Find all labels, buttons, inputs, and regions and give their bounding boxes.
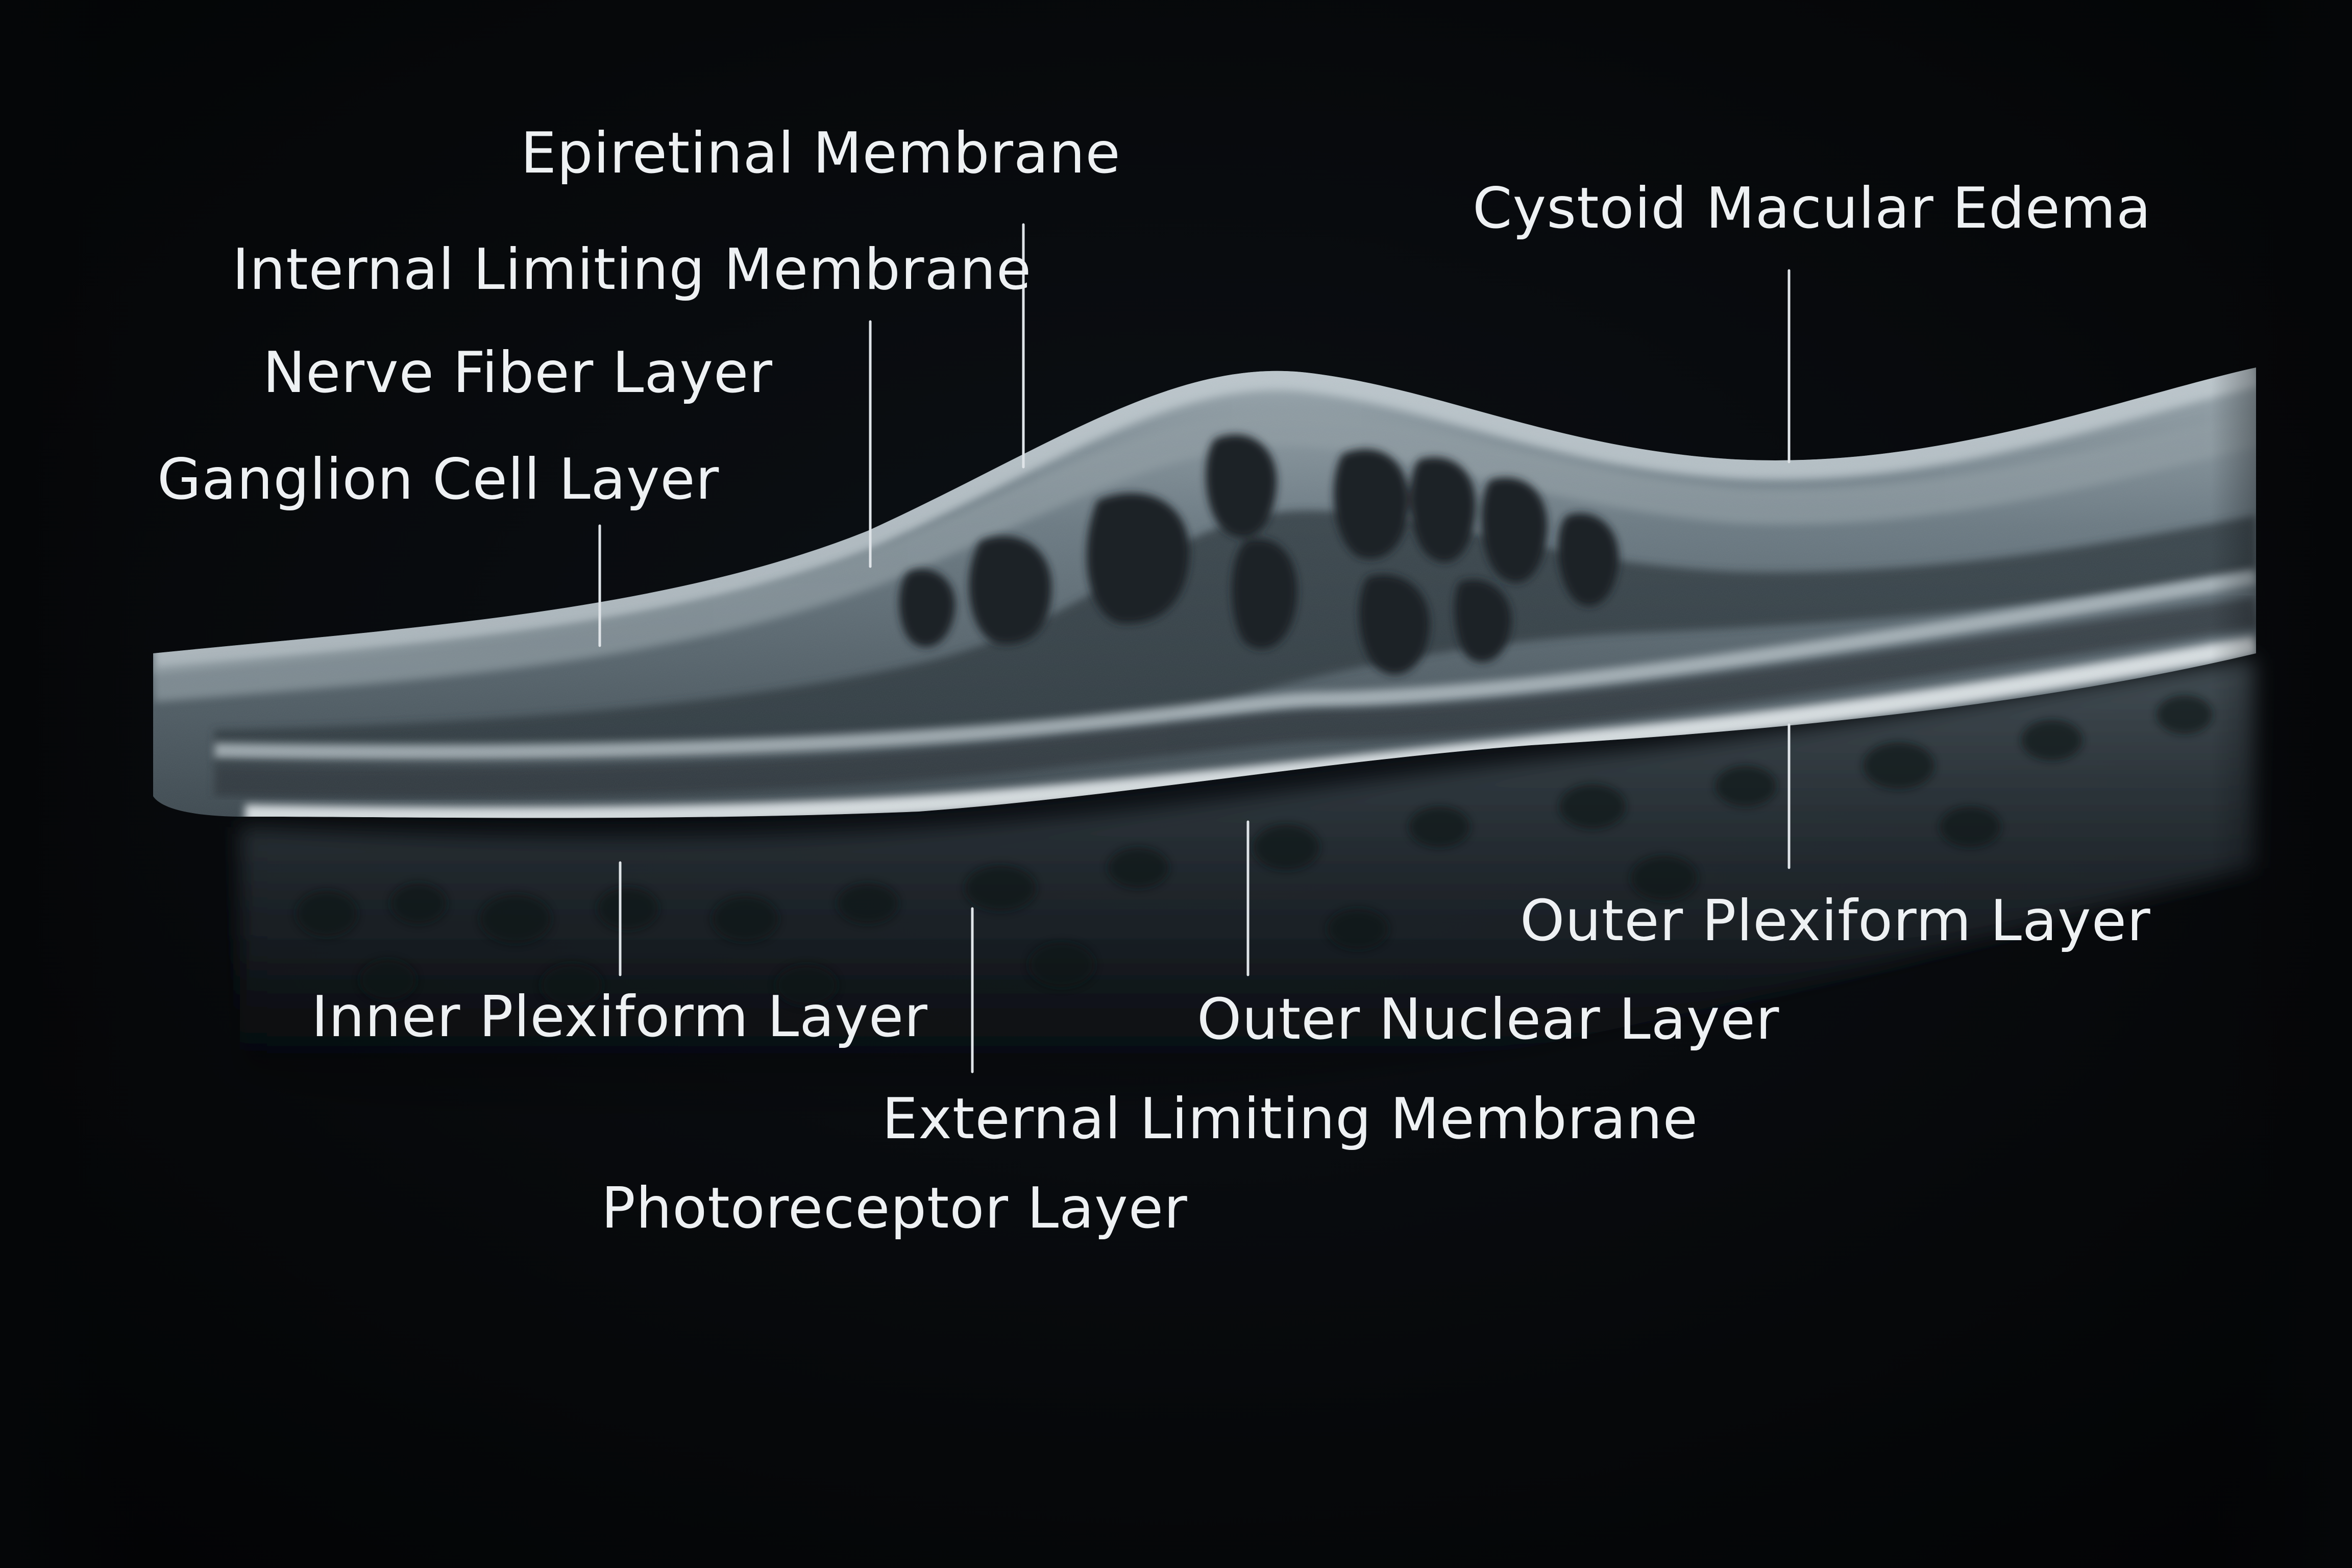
label-inner-plexiform-layer: Inner Plexiform Layer (311, 984, 928, 1050)
leader-lines (598, 223, 1791, 1073)
label-external-limiting-membrane: External Limiting Membrane (882, 1086, 1698, 1152)
label-outer-nuclear-layer: Outer Nuclear Layer (1197, 987, 1779, 1052)
label-photoreceptor-layer: Photoreceptor Layer (601, 1175, 1188, 1241)
label-nerve-fiber-layer: Nerve Fiber Layer (263, 340, 773, 406)
label-cystoid-macular-edema: Cystoid Macular Edema (1473, 176, 2151, 241)
label-ganglion-cell-layer: Ganglion Cell Layer (157, 447, 719, 512)
labels: Epiretinal Membrane Cystoid Macular Edem… (157, 120, 2151, 1241)
label-epiretinal-membrane: Epiretinal Membrane (521, 120, 1121, 186)
label-outer-plexiform-layer: Outer Plexiform Layer (1520, 888, 2151, 954)
label-internal-limiting-membrane: Internal Limiting Membrane (232, 237, 1032, 303)
